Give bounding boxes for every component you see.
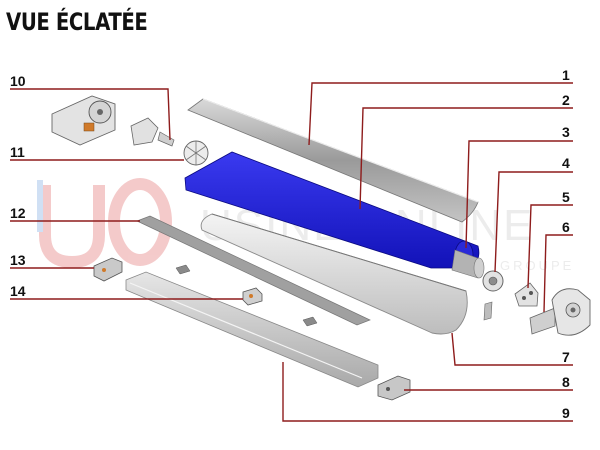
leader-5 <box>527 204 573 289</box>
callout-14: 14 <box>10 283 26 299</box>
part-1-top-cover <box>187 98 479 223</box>
part-7-cassette-shell <box>200 213 468 335</box>
callout-7: 7 <box>562 349 570 365</box>
watermark-logo <box>37 178 172 269</box>
part-12-flat-strip <box>136 215 371 326</box>
callout-8: 8 <box>562 374 570 390</box>
callout-9: 9 <box>562 405 570 421</box>
part-10-motor-housing <box>51 95 175 147</box>
callout-numbers: 1 2 3 4 5 6 7 8 9 10 11 12 13 14 <box>10 67 570 421</box>
leader-lines <box>10 82 573 422</box>
leader-4 <box>494 171 573 273</box>
part-13-mounting-clip <box>93 257 318 327</box>
leader-10 <box>10 88 171 141</box>
callout-1: 1 <box>562 67 570 83</box>
callout-4: 4 <box>562 155 570 171</box>
part-8-rail-end-clip <box>377 375 411 401</box>
callout-5: 5 <box>562 189 570 205</box>
part-3-roller-tube <box>451 249 485 279</box>
watermark-tagline: GROUPE <box>500 258 574 273</box>
page-title: VUE ÉCLATÉE <box>6 8 148 36</box>
part-11-end-cap <box>183 140 209 166</box>
leader-1 <box>308 82 573 146</box>
leader-2 <box>359 107 573 210</box>
part-4-end-cap <box>482 270 504 321</box>
callout-11: 11 <box>10 144 25 160</box>
callout-3: 3 <box>562 124 570 140</box>
leader-7 <box>451 332 573 366</box>
part-6-side-bracket <box>529 288 591 336</box>
leader-9 <box>282 362 573 422</box>
part-5-bracket-plate <box>514 282 539 307</box>
part-9-bottom-rail <box>125 271 379 388</box>
callout-2: 2 <box>562 92 570 108</box>
callout-12: 12 <box>10 205 26 221</box>
leader-6 <box>543 234 573 313</box>
callout-6: 6 <box>562 219 570 235</box>
part-14-small-clip <box>242 287 263 306</box>
leader-3 <box>465 140 573 249</box>
callout-13: 13 <box>10 252 26 268</box>
callout-10: 10 <box>10 73 26 89</box>
